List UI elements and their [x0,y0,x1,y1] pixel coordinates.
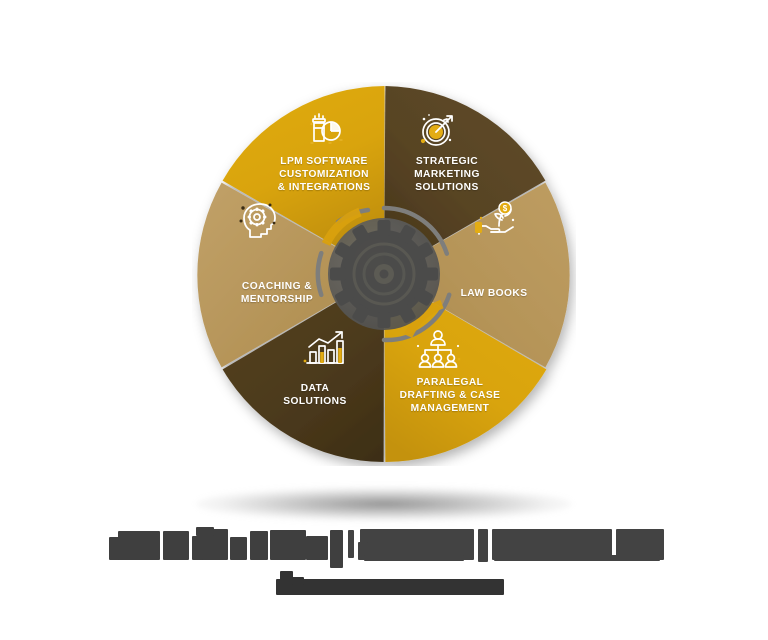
segment-lpm-software-customization-integrations[interactable] [222,86,385,274]
segment-law-books[interactable] [384,182,570,368]
headline-line1 [0,527,768,571]
wheel-hub [315,205,452,343]
hub-accent-arcs [321,207,444,339]
headline-block [0,527,768,617]
headline-line2 [0,571,768,601]
wheel-drop-shadow [196,487,572,521]
services-wheel: $ [192,82,576,466]
gear-icon [330,220,438,328]
segment-paralegal-drafting-case-management[interactable] [384,274,547,462]
wheel-graphic [197,86,570,462]
segment-data-solutions[interactable] [222,274,384,462]
wheel-segments [197,86,570,462]
